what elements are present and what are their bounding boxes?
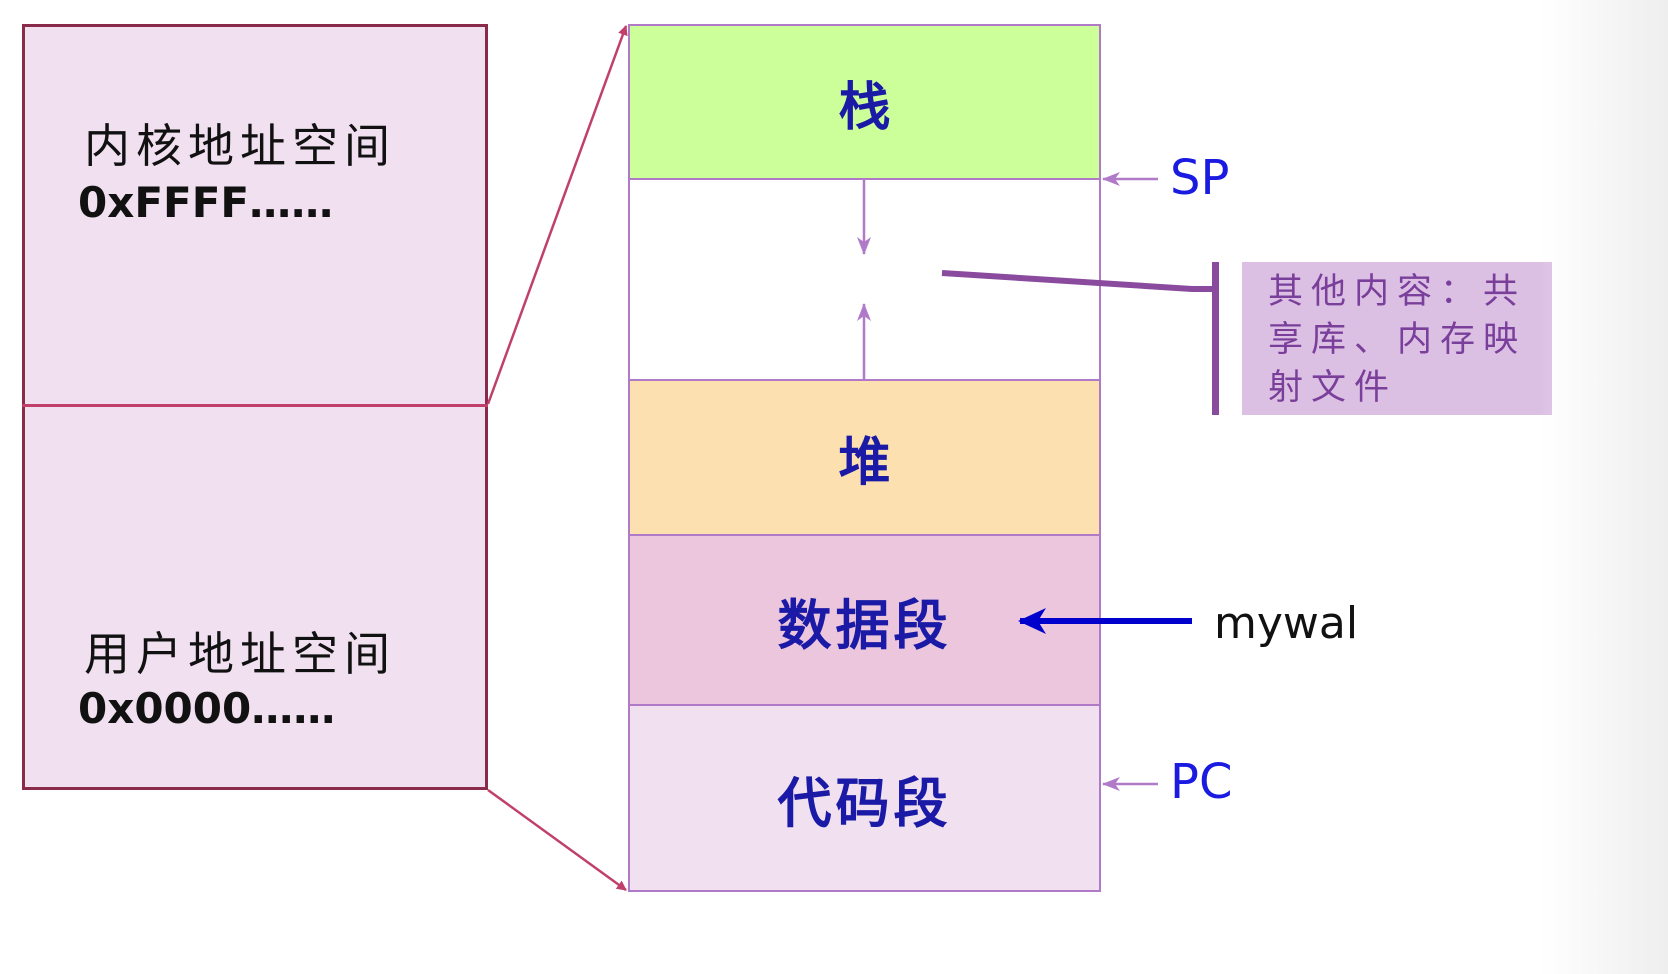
- note-leader-line: [941, 270, 1215, 292]
- address-space-box: [22, 24, 488, 790]
- user-space-title: 用户地址空间: [84, 627, 396, 681]
- data-segment-label: 数据段: [777, 592, 952, 657]
- note-bracket: [1212, 262, 1219, 415]
- note-callout: 其他内容：共享库、内存映射文件: [1242, 262, 1552, 415]
- code-segment-label: 代码段: [777, 770, 952, 835]
- heap-segment-label: 堆: [838, 432, 891, 493]
- user-space-address: 0x0000……: [78, 684, 336, 733]
- address-space-divider: [22, 404, 488, 407]
- stack-segment-label: 栈: [838, 76, 891, 138]
- pc-label: PC: [1170, 754, 1233, 810]
- heap-segment: 堆: [628, 379, 1101, 536]
- edge-shadow: [1540, 0, 1668, 974]
- expand-line-top: [486, 25, 628, 405]
- kernel-space-address: 0xFFFF……: [78, 178, 334, 227]
- expand-line-bottom: [487, 788, 627, 892]
- sp-label: SP: [1170, 150, 1230, 206]
- stack-segment: 栈: [628, 24, 1101, 180]
- kernel-space-title: 内核地址空间: [84, 119, 396, 173]
- code-segment: 代码段: [628, 704, 1101, 892]
- variable-label: mywal: [1214, 598, 1359, 649]
